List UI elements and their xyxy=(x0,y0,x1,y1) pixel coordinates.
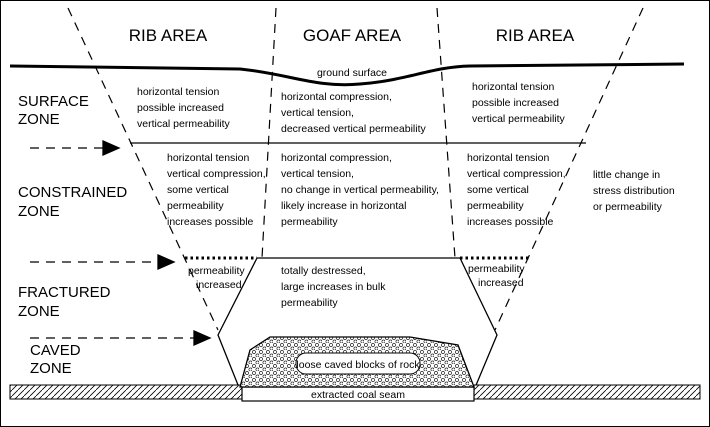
svg-text:little change in: little change in xyxy=(593,169,660,181)
svg-text:stress distribution: stress distribution xyxy=(593,185,675,197)
svg-text:permeability: permeability xyxy=(467,200,524,212)
svg-text:likely increase in horizontal: likely increase in horizontal xyxy=(281,200,406,212)
svg-text:some vertical: some vertical xyxy=(467,184,529,196)
svg-text:increases possible: increases possible xyxy=(467,216,554,228)
svg-text:vertical tension,: vertical tension, xyxy=(281,107,354,119)
svg-text:permeability: permeability xyxy=(281,297,338,309)
left-seam-strata xyxy=(9,384,243,400)
svg-text:permeability: permeability xyxy=(188,265,245,277)
svg-text:permeability: permeability xyxy=(468,263,525,275)
svg-text:permeability: permeability xyxy=(281,216,338,228)
left-outer-dashed-line xyxy=(67,7,219,331)
ground-surface-line xyxy=(9,62,685,87)
svg-text:SURFACE: SURFACE xyxy=(18,93,89,110)
right-seam-strata xyxy=(473,384,701,400)
svg-text:increased: increased xyxy=(478,277,524,289)
svg-text:no change in vertical permeabi: no change in vertical permeability, xyxy=(281,184,439,196)
fractured-arrowhead xyxy=(157,254,176,270)
right-inner-dashed-line xyxy=(436,7,456,259)
caved-blocks-label: loose caved blocks of rock xyxy=(296,359,420,371)
svg-text:CAVED: CAVED xyxy=(30,342,81,359)
boundary-dashed-lines xyxy=(67,7,644,331)
svg-text:ZONE: ZONE xyxy=(18,203,60,220)
svg-text:totally destressed,: totally destressed, xyxy=(281,265,366,277)
caved-label-box xyxy=(295,352,421,375)
svg-text:possible increased: possible increased xyxy=(472,97,559,109)
fractured-note-left: permeability increased xyxy=(188,265,245,291)
ground-surface-label: ground surface xyxy=(317,67,387,79)
svg-text:horizontal tension: horizontal tension xyxy=(467,152,549,164)
zone-surface-label: SURFACE ZONE xyxy=(18,93,89,128)
surface-note-center: horizontal compression, vertical tension… xyxy=(281,91,426,135)
surface-note-left: horizontal tension possible increased ve… xyxy=(137,86,231,130)
svg-text:decreased vertical permeabilit: decreased vertical permeability xyxy=(281,123,426,135)
svg-text:vertical compression,: vertical compression, xyxy=(167,168,266,180)
svg-text:vertical tension,: vertical tension, xyxy=(281,168,354,180)
constrained-note-outside: little change in stress distribution or … xyxy=(593,169,675,213)
svg-text:or permeability: or permeability xyxy=(593,201,663,213)
svg-text:possible increased: possible increased xyxy=(137,102,224,114)
coal-seam-label: extracted coal seam xyxy=(311,389,405,401)
svg-text:FRACTURED: FRACTURED xyxy=(18,284,111,301)
zone-arrows xyxy=(30,140,212,346)
zone-caved-label: CAVED ZONE xyxy=(30,342,81,377)
zone-constrained-label: CONSTRAINED ZONE xyxy=(18,184,127,220)
svg-text:CONSTRAINED: CONSTRAINED xyxy=(18,184,127,201)
caved-arrowhead xyxy=(193,330,212,346)
left-inner-dashed-line xyxy=(261,7,277,259)
svg-text:vertical permeability: vertical permeability xyxy=(472,113,566,125)
svg-text:large increases in bulk: large increases in bulk xyxy=(281,281,386,293)
svg-text:vertical permeability: vertical permeability xyxy=(137,118,231,130)
constrained-note-center: horizontal compression, vertical tension… xyxy=(281,152,439,228)
svg-text:horizontal compression,: horizontal compression, xyxy=(281,152,392,164)
svg-text:horizontal compression,: horizontal compression, xyxy=(281,91,392,103)
svg-text:horizontal tension: horizontal tension xyxy=(137,86,219,98)
svg-text:increases possible: increases possible xyxy=(167,216,254,228)
constrained-note-right: horizontal tension vertical compression,… xyxy=(467,152,566,228)
right-fracture-envelope xyxy=(459,257,498,391)
surface-note-right: horizontal tension possible increased ve… xyxy=(472,81,566,125)
fractured-note-center: totally destressed, large increases in b… xyxy=(281,265,386,309)
svg-text:vertical compression,: vertical compression, xyxy=(467,168,566,180)
left-fracture-envelope xyxy=(217,257,258,391)
svg-text:permeability: permeability xyxy=(167,200,224,212)
fractured-note-right: permeability increased xyxy=(468,263,525,289)
svg-text:horizontal tension: horizontal tension xyxy=(472,81,554,93)
right-outer-dashed-line xyxy=(494,7,644,331)
svg-text:increased: increased xyxy=(196,279,242,291)
svg-text:horizontal tension: horizontal tension xyxy=(167,152,249,164)
constrained-note-left: horizontal tension vertical compression,… xyxy=(167,152,266,228)
zone-fractured-label: FRACTURED ZONE xyxy=(18,284,111,320)
header-rib-area-left: RIB AREA xyxy=(129,26,208,45)
constrained-arrowhead xyxy=(102,140,121,156)
svg-text:ZONE: ZONE xyxy=(30,360,72,377)
svg-text:ZONE: ZONE xyxy=(18,303,60,320)
svg-text:ZONE: ZONE xyxy=(18,111,60,128)
header-goaf-area: GOAF AREA xyxy=(303,26,402,45)
header-rib-area-right: RIB AREA xyxy=(496,26,575,45)
svg-text:some vertical: some vertical xyxy=(167,184,229,196)
